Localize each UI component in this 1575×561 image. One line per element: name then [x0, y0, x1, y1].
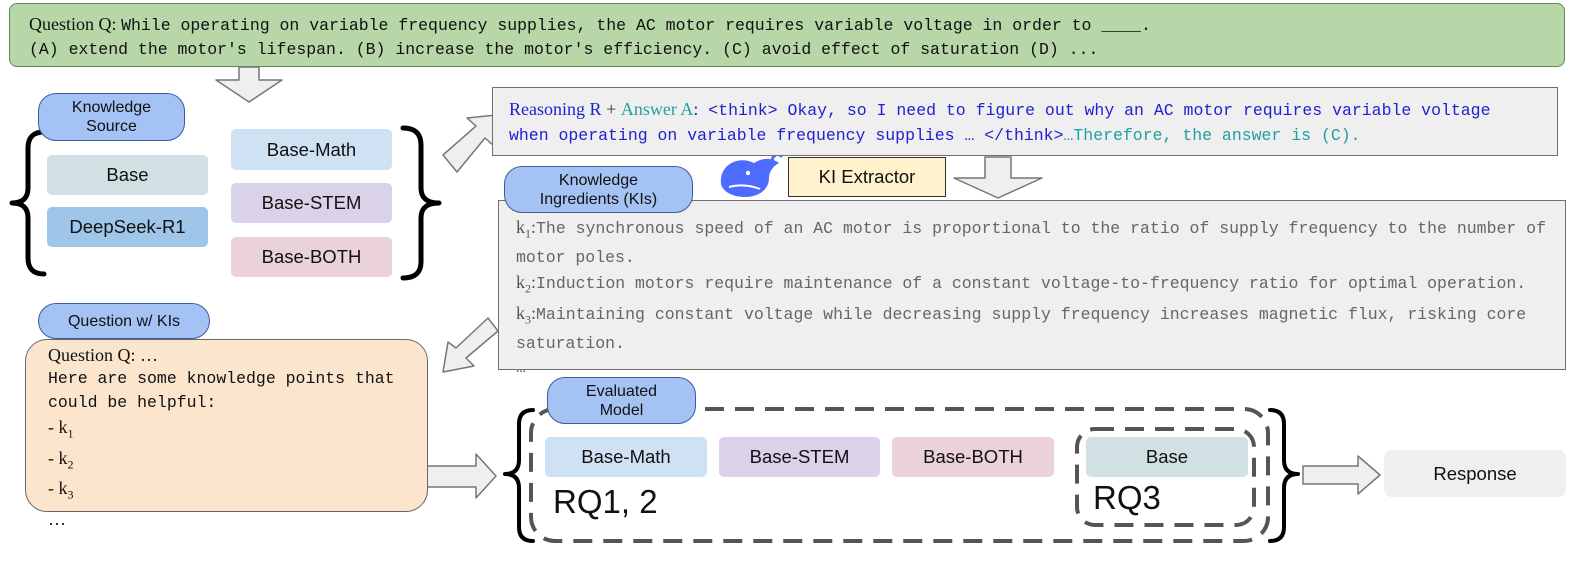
- ki-pill: Knowledge Ingredients (KIs): [504, 166, 693, 213]
- question-text: While operating on variable frequency su…: [121, 16, 1151, 35]
- evaluated-model-pill: Evaluated Model: [547, 377, 696, 424]
- rq3-dashed-frame: [1075, 427, 1256, 527]
- question-label: Question Q:: [29, 14, 117, 34]
- reasoning-text-2: when operating on variable frequency sup…: [509, 126, 1064, 145]
- reasoning-plus: +: [606, 99, 617, 119]
- source-model-base: Base: [47, 155, 208, 195]
- ki-box: k1:The synchronous speed of an AC motor …: [498, 200, 1566, 377]
- question-box: Question Q: While operating on variable …: [9, 3, 1565, 67]
- qwk-bullet-3: - k3: [48, 478, 74, 502]
- eval-model-base-both: Base-BOTH: [892, 437, 1054, 477]
- ki-item-1: k1:The synchronous speed of an AC motor …: [516, 217, 1546, 268]
- deepseek-whale-icon: [720, 152, 783, 197]
- ki-label-2: Ingredients (KIs): [539, 190, 658, 208]
- ki-label-1: Knowledge: [558, 171, 639, 189]
- evaluated-model-label-2: Model: [599, 401, 644, 419]
- diag-arrow-to-reasoning: [442, 114, 497, 173]
- right-arrow-to-eval: [417, 453, 497, 499]
- qwk-question-line: Question Q: …: [48, 345, 158, 365]
- right-arrow-to-response: [1302, 455, 1381, 495]
- eval-dashed-frame: [529, 407, 1270, 543]
- reasoning-line-1: Reasoning R + Answer A: <think> Okay, so…: [509, 97, 1557, 123]
- question-options: (A) extend the motor's lifespan. (B) inc…: [29, 40, 1099, 59]
- answer-label: Answer A: [620, 99, 694, 119]
- source-model-base-both: Base-BOTH: [231, 237, 392, 277]
- ki-item-2-text: Induction motors require maintenance of …: [536, 274, 1527, 294]
- reasoning-answer: …Therefore, the answer is (C).: [1063, 126, 1361, 145]
- reasoning-colon: :: [693, 99, 699, 119]
- reasoning-label: Reasoning R: [509, 99, 602, 119]
- knowledge-source-label-1: Knowledge: [71, 99, 152, 116]
- ki-item-1-text: The synchronous speed of an AC motor is …: [516, 219, 1546, 268]
- diag-arrow-to-qwk: [442, 317, 499, 373]
- rq12-label: RQ1, 2: [553, 483, 658, 520]
- knowledge-source-pill: Knowledge Source: [38, 93, 185, 141]
- source-model-deepseek-r1: DeepSeek-R1: [47, 207, 208, 247]
- right-brace-eval: [1268, 408, 1300, 543]
- ki-extractor-box: KI Extractor: [788, 157, 946, 197]
- eval-model-base-math: Base-Math: [545, 437, 707, 477]
- rq3-label: RQ3: [1093, 479, 1161, 516]
- ki-ellipsis: …: [516, 357, 526, 377]
- eval-model-base: Base: [1086, 437, 1248, 477]
- qwk-bullet-1: - k1: [48, 417, 74, 441]
- qwk-bullet-2: - k2: [48, 447, 74, 472]
- down-arrow-ki: [953, 156, 1043, 199]
- eval-model-base-stem: Base-STEM: [719, 437, 880, 477]
- response-box: Response: [1384, 450, 1566, 497]
- qwk-intro-2: could be helpful:: [48, 393, 217, 412]
- reasoning-text-1: <think> Okay, so I need to figure out wh…: [698, 101, 1491, 120]
- source-model-base-math: Base-Math: [231, 129, 392, 170]
- source-model-base-stem: Base-STEM: [231, 183, 392, 223]
- ki-item-3-text: Maintaining constant voltage while decre…: [516, 304, 1527, 353]
- left-brace-source: [9, 129, 47, 277]
- question-with-kis-pill: Question w/ KIs: [38, 303, 210, 339]
- left-brace-eval: [503, 408, 535, 543]
- ki-item-2: k2:Induction motors require maintenance …: [516, 272, 1527, 296]
- right-brace-source: [400, 125, 442, 281]
- question-line: Question Q: While operating on variable …: [29, 12, 1564, 38]
- qwk-intro-1: Here are some knowledge points that: [48, 369, 395, 388]
- ki-item-3: k3:Maintaining constant voltage while de…: [516, 302, 1527, 353]
- knowledge-source-label-2: Source: [86, 118, 137, 135]
- evaluated-model-label-1: Evaluated: [585, 382, 658, 400]
- reasoning-box: Reasoning R + Answer A: <think> Okay, so…: [492, 87, 1558, 156]
- down-arrow-question: [215, 66, 283, 103]
- question-with-kis-box: Question Q: … Here are some knowledge po…: [25, 339, 428, 529]
- qwk-ellipsis: …: [48, 508, 66, 529]
- reasoning-line-2: when operating on variable frequency sup…: [509, 123, 1557, 148]
